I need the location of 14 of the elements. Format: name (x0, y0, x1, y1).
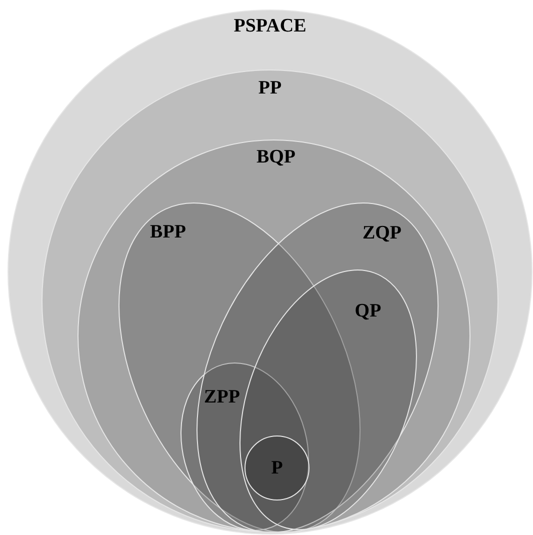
class-label: PSPACE (234, 16, 306, 36)
p-circle (245, 436, 309, 500)
class-label: ZPP (204, 387, 240, 406)
class-label: P (271, 458, 283, 478)
zqp-ellipse (197, 203, 438, 533)
class-label: BQP (256, 148, 296, 166)
class-label: QP (354, 301, 382, 320)
pp-ellipse (42, 70, 498, 532)
pspace-circle (8, 10, 532, 534)
bqp-ellipse (78, 140, 470, 532)
class-label: PP (258, 78, 282, 98)
class-label: BPP (150, 222, 186, 242)
class-label: ZQP (362, 223, 402, 242)
qp-ellipse (240, 270, 416, 530)
